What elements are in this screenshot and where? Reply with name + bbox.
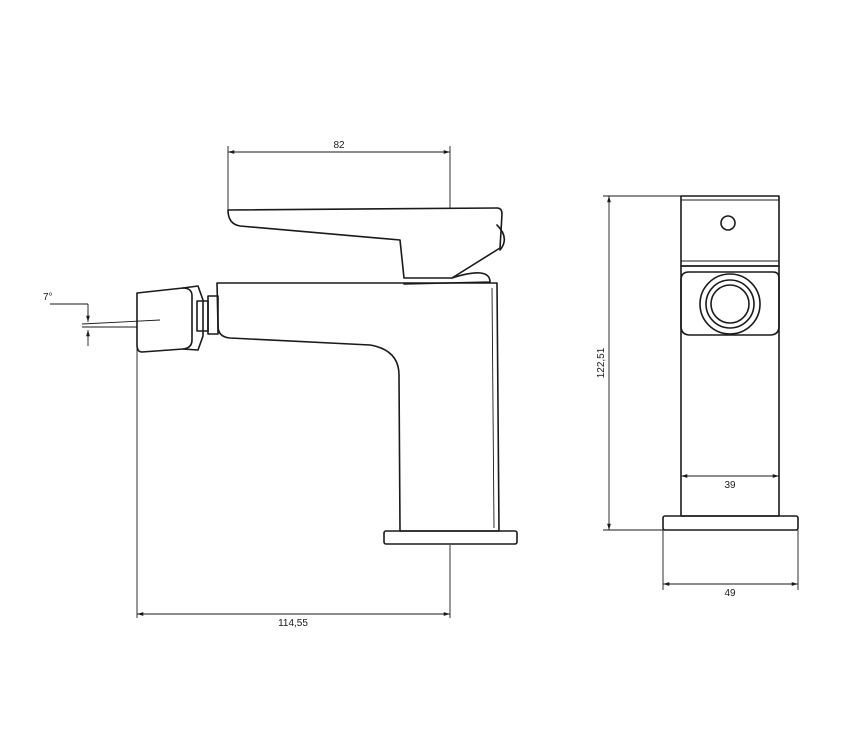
body-front [680,265,780,517]
dim-length-label: 114,55 [278,618,308,629]
handle-knob [496,224,506,251]
dim-39-label: 39 [724,480,736,491]
dim-49-label: 49 [724,588,736,599]
nozzle-inner-ring [710,284,750,324]
nozzle-head [136,287,193,353]
nozzle-neck [207,295,219,335]
angle-ref-line [81,319,161,325]
dim-82-label: 82 [333,140,345,151]
handle-block [680,195,780,267]
side-view: 7° 82 114,55 [43,140,518,629]
base-plate-front [662,515,799,531]
body-inner-line [491,287,495,529]
front-view: 122,51 39 49 [596,195,799,599]
angle-label: 7° [43,292,53,303]
dim-height-label: 122,51 [596,347,607,378]
nozzle-outer-ring [699,273,761,335]
nozzle-housing [680,271,780,336]
cartridge-stem [403,272,491,285]
handle-lever [227,207,503,279]
nozzle-mid-ring [705,279,755,329]
indicator-hole [720,215,736,231]
nozzle-ring [182,285,204,351]
base-plate-side [383,530,518,545]
faucet-body [216,282,500,532]
